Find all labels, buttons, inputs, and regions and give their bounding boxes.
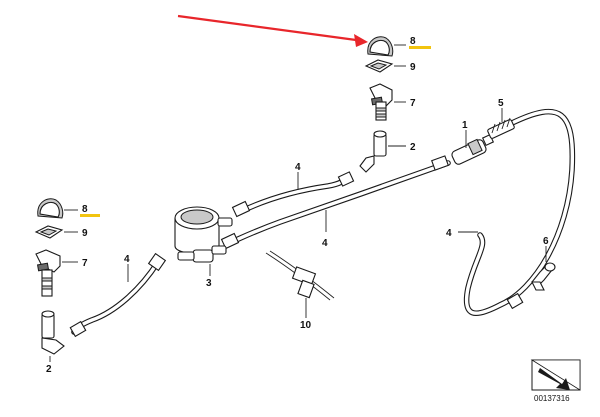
callout-4-right: 4: [446, 228, 452, 239]
callout-9-left: 9: [82, 228, 88, 239]
part-5-check-valve: [487, 117, 515, 139]
callout-3: 3: [206, 278, 212, 289]
callout-7-left: 7: [82, 258, 88, 269]
part-7-nozzle-top: [369, 83, 393, 121]
part-9-gasket-left: [34, 225, 64, 239]
red-arrow-indicator: [177, 14, 368, 47]
reference-code: 00137316: [534, 394, 570, 403]
leader-lines: [49, 44, 547, 362]
part-9-gasket-top: [364, 59, 394, 73]
callout-8-top: 8: [410, 36, 416, 47]
callout-7-top: 7: [410, 98, 416, 109]
part-10-cable-tie: [265, 250, 335, 301]
part-6-elbow: [531, 262, 556, 291]
callout-8-left: 8: [82, 204, 88, 215]
part-1-connector: [451, 133, 495, 165]
callout-10: 10: [300, 320, 312, 331]
direction-badge: [530, 359, 581, 391]
part-7-nozzle-left: [35, 249, 61, 297]
hose-sleeve-1: [431, 155, 449, 171]
callout-4-left: 4: [124, 254, 130, 265]
part-8-cap-top: [367, 36, 394, 57]
hose-middle: [233, 160, 451, 243]
hose-sleeve-5: [147, 252, 167, 272]
part-8-cap-left: [37, 198, 64, 219]
hose-left: [71, 259, 161, 335]
highlight-underline-left: [80, 214, 100, 217]
hose-sleeve-3: [231, 200, 251, 218]
part-3-distributor: [174, 206, 233, 263]
callout-1: 1: [462, 120, 468, 131]
hose-long-right: [463, 108, 576, 316]
hose-sleeve-7: [506, 292, 524, 310]
callout-2-left: 2: [46, 364, 52, 375]
callout-2-top: 2: [410, 142, 416, 153]
part-2-elbow-left: [41, 310, 65, 355]
callout-4-top: 4: [295, 162, 301, 173]
callout-6: 6: [543, 236, 549, 247]
direction-arrow-icon: [538, 368, 570, 390]
part-2-elbow-top: [359, 130, 387, 173]
hose-sleeve-2: [337, 171, 355, 187]
callout-4-mid: 4: [322, 238, 328, 249]
hose-sleeve-6: [69, 320, 87, 338]
callout-9-top: 9: [410, 62, 416, 73]
highlight-underline-top: [409, 46, 431, 49]
callout-5: 5: [498, 98, 504, 109]
hose-sleeve-4: [220, 232, 240, 250]
